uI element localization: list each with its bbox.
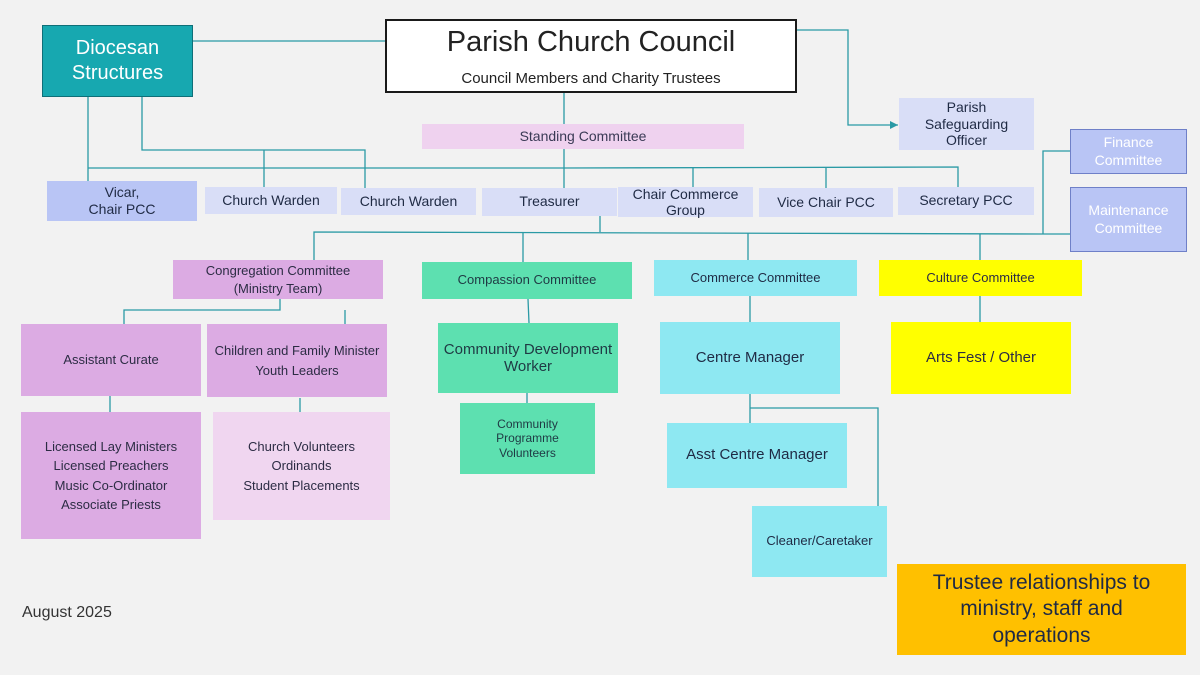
commerce-committee-label: Commerce Committee — [690, 269, 821, 285]
lay-roles-line-3: Music Co-Ordinator — [54, 477, 168, 493]
finance-line-2: Committee — [1094, 151, 1163, 168]
connector — [88, 166, 959, 187]
chair-commerce-group-box: Chair Commerce Group — [618, 185, 753, 218]
connector — [1042, 150, 1070, 234]
programme-line-1: Community — [497, 416, 558, 431]
church-warden-label: Church Warden — [359, 192, 458, 209]
community-development-worker-box: Community Development Worker — [438, 323, 618, 393]
treasurer-label: Treasurer — [519, 193, 580, 210]
worker-line-1: Community Development — [443, 340, 613, 358]
volunteers-line-3: Student Placements — [243, 477, 360, 493]
footer-date: August 2025 — [22, 604, 112, 621]
commerce-committee-box: Commerce Committee — [654, 260, 857, 296]
vicar-box: Vicar, Chair PCC — [47, 181, 197, 221]
vicar-line-1: Vicar, — [104, 184, 140, 201]
connector-arrowhead — [890, 121, 898, 129]
standing-committee-label: Standing Committee — [519, 127, 647, 144]
chair-commerce-line-1: Chair Commerce — [632, 185, 739, 202]
congregation-line-1: Congregation Committee — [205, 262, 351, 278]
children-family-line-2: Youth Leaders — [255, 362, 339, 378]
connector — [141, 97, 366, 188]
asst-centre-manager-label: Asst Centre Manager — [686, 446, 828, 464]
assistant-curate-label: Assistant Curate — [63, 351, 159, 367]
congregation-committee-box: Congregation Committee (Ministry Team) — [173, 260, 383, 299]
arts-fest-label: Arts Fest / Other — [925, 348, 1037, 366]
trustee-line-2: ministry, staff and — [960, 597, 1123, 621]
secretary-box: Secretary PCC — [898, 187, 1034, 215]
vicar-line-2: Chair PCC — [88, 201, 156, 217]
compassion-committee-label: Compassion Committee — [457, 272, 597, 288]
cleaner-caretaker-label: Cleaner/Caretaker — [766, 533, 873, 549]
safeguarding-line-1: Parish — [946, 98, 987, 115]
arts-fest-box: Arts Fest / Other — [891, 322, 1071, 394]
culture-committee-label: Culture Committee — [926, 269, 1035, 285]
trustee-line-1: Trustee relationships to — [932, 571, 1151, 595]
lay-roles-line-4: Associate Priests — [61, 497, 161, 512]
diocesan-structures-box: Diocesan Structures — [42, 25, 193, 97]
worker-line-2: Worker — [503, 358, 553, 375]
parish-church-council-box: Parish Church Council Council Members an… — [385, 19, 797, 93]
maintenance-line-1: Maintenance — [1088, 202, 1169, 218]
church-volunteers-box: Church Volunteers Ordinands Student Plac… — [213, 412, 390, 520]
children-family-line-1: Children and Family Minister — [214, 343, 380, 358]
finance-committee-box: Finance Committee — [1070, 129, 1187, 174]
connector — [313, 231, 1044, 260]
trustee-note-box: Trustee relationships to ministry, staff… — [897, 564, 1186, 655]
vice-chair-box: Vice Chair PCC — [759, 188, 893, 217]
pcc-title: Parish Church Council — [446, 25, 736, 58]
standing-committee-box: Standing Committee — [422, 124, 744, 149]
secretary-label: Secretary PCC — [919, 192, 1013, 209]
connector — [796, 29, 898, 126]
maintenance-committee-box: Maintenance Committee — [1070, 187, 1187, 252]
maintenance-line-2: Committee — [1094, 219, 1163, 236]
diocesan-line-2: Structures — [71, 62, 164, 84]
volunteers-line-1: Church Volunteers — [248, 438, 355, 454]
children-family-minister-box: Children and Family Minister Youth Leade… — [207, 324, 387, 397]
asst-centre-manager-box: Asst Centre Manager — [667, 423, 847, 488]
safeguarding-officer-box: Parish Safeguarding Officer — [899, 98, 1034, 150]
treasurer-box: Treasurer — [482, 188, 617, 216]
trustee-line-3: operations — [992, 623, 1091, 647]
volunteers-line-2: Ordinands — [271, 458, 332, 474]
vice-chair-label: Vice Chair PCC — [777, 193, 875, 210]
programme-line-2: Programme — [496, 431, 559, 446]
finance-line-1: Finance — [1103, 134, 1154, 150]
church-warden-label: Church Warden — [222, 191, 320, 208]
lay-roles-line-1: Licensed Lay Ministers — [44, 438, 178, 454]
safeguarding-line-3: Officer — [946, 132, 987, 149]
congregation-line-2: (Ministry Team) — [233, 280, 323, 296]
church-warden-box-2: Church Warden — [341, 188, 476, 215]
lay-roles-line-2: Licensed Preachers — [53, 458, 169, 473]
connector — [123, 299, 281, 324]
safeguarding-line-2: Safeguarding — [924, 115, 1009, 132]
lay-ministers-box: Licensed Lay Ministers Licensed Preacher… — [21, 412, 201, 539]
centre-manager-box: Centre Manager — [660, 322, 840, 394]
connector — [750, 407, 879, 506]
centre-manager-label: Centre Manager — [695, 348, 805, 366]
assistant-curate-box: Assistant Curate — [21, 324, 201, 396]
diocesan-line-1: Diocesan — [75, 37, 160, 59]
cleaner-caretaker-box: Cleaner/Caretaker — [752, 506, 887, 577]
church-warden-box-1: Church Warden — [205, 187, 337, 214]
culture-committee-box: Culture Committee — [879, 260, 1082, 296]
chair-commerce-line-2: Group — [666, 202, 705, 218]
connector — [527, 298, 530, 324]
compassion-committee-box: Compassion Committee — [422, 262, 632, 299]
pcc-subtitle: Council Members and Charity Trustees — [461, 69, 721, 87]
community-programme-volunteers-box: Community Programme Volunteers — [460, 403, 595, 474]
programme-line-3: Volunteers — [499, 445, 556, 460]
